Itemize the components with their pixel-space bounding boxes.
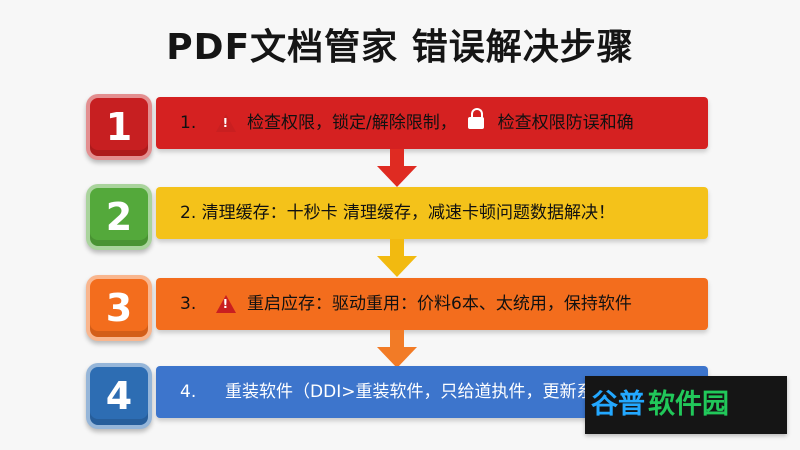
step-label-3: 3. 重启应存：驱动重用：价料6本、太统用，保持软件 xyxy=(180,294,632,314)
step-index-2: 2. xyxy=(180,203,197,223)
step-number-3: 3 xyxy=(86,275,152,341)
step-label-1: 1. 检查权限，锁定/解除限制， 检查权限防误和确 xyxy=(180,108,634,133)
step-1: 1 1. 检查权限，锁定/解除限制， 检查权限防误和确 xyxy=(86,94,716,160)
step-label-4: 4. 重装软件（DDI>重装软件，只给道执件，更新系统 xyxy=(180,382,611,402)
down-arrow-icon xyxy=(377,330,417,368)
watermark-site-part: 软件园 xyxy=(648,389,729,420)
step-label-2: 2. 清理缓存：十秒卡 清理缓存，减速卡顿问题数据解决！ xyxy=(180,203,615,223)
step-text-4: 重装软件（DDI>重装软件，只给道执件，更新系统 xyxy=(225,382,611,402)
down-arrow-icon xyxy=(377,239,417,277)
step-index-4: 4. xyxy=(180,382,197,402)
lock-icon xyxy=(468,108,485,129)
down-arrow-icon xyxy=(377,149,417,187)
step-number-4: 4 xyxy=(86,363,152,429)
warning-icon xyxy=(215,295,236,313)
page-title: PDF文档管家 错误解决步骤 xyxy=(166,27,634,68)
step-index-3: 3. xyxy=(180,294,197,314)
step-3: 3 3. 重启应存：驱动重用：价料6本、太统用，保持软件 xyxy=(86,275,716,341)
step-number-1: 1 xyxy=(86,94,152,160)
step-2: 2 2. 清理缓存：十秒卡 清理缓存，减速卡顿问题数据解决！ xyxy=(86,184,716,250)
step-bar-2: 2. 清理缓存：十秒卡 清理缓存，减速卡顿问题数据解决！ xyxy=(156,187,708,239)
step-text-1: 检查权限，锁定/解除限制， xyxy=(247,113,457,133)
watermark-brand-part: 谷普 xyxy=(591,389,645,420)
step-text-2: 清理缓存：十秒卡 清理缓存，减速卡顿问题数据解决！ xyxy=(201,203,616,223)
step-bar-1: 1. 检查权限，锁定/解除限制， 检查权限防误和确 xyxy=(156,97,708,149)
step-index-1: 1. xyxy=(180,113,197,133)
step-text-1b: 检查权限防误和确 xyxy=(497,113,634,133)
step-number-2: 2 xyxy=(86,184,152,250)
step-text-3: 重启应存：驱动重用：价料6本、太统用，保持软件 xyxy=(247,294,632,314)
watermark-logo: 谷普软件园 xyxy=(585,376,787,434)
warning-icon xyxy=(215,114,236,132)
step-bar-3: 3. 重启应存：驱动重用：价料6本、太统用，保持软件 xyxy=(156,278,708,330)
